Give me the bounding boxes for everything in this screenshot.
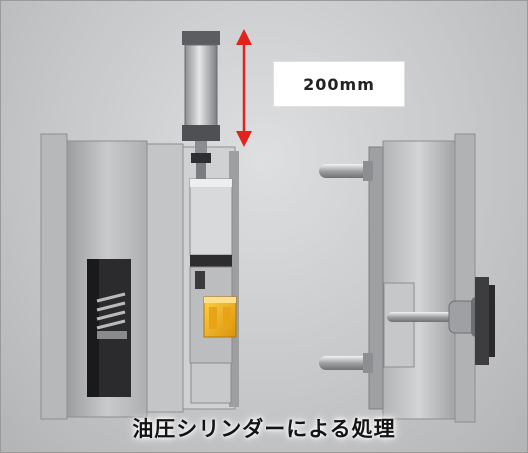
- right-mold-half: [319, 133, 495, 423]
- dimension-label: 200mm: [273, 61, 405, 107]
- guide-pin-top: [319, 161, 373, 181]
- stroke-dimension-arrow: [236, 29, 252, 147]
- slide-block: [189, 178, 233, 267]
- back-clamp: [475, 277, 495, 365]
- yellow-insert-block: [203, 296, 237, 338]
- figure-caption: 油圧シリンダーによる処理: [132, 417, 396, 441]
- hydraulic-cylinder: [182, 31, 220, 179]
- left-mold-half: [40, 133, 239, 420]
- spring-window: [87, 259, 131, 397]
- guide-pin-bottom: [319, 353, 373, 373]
